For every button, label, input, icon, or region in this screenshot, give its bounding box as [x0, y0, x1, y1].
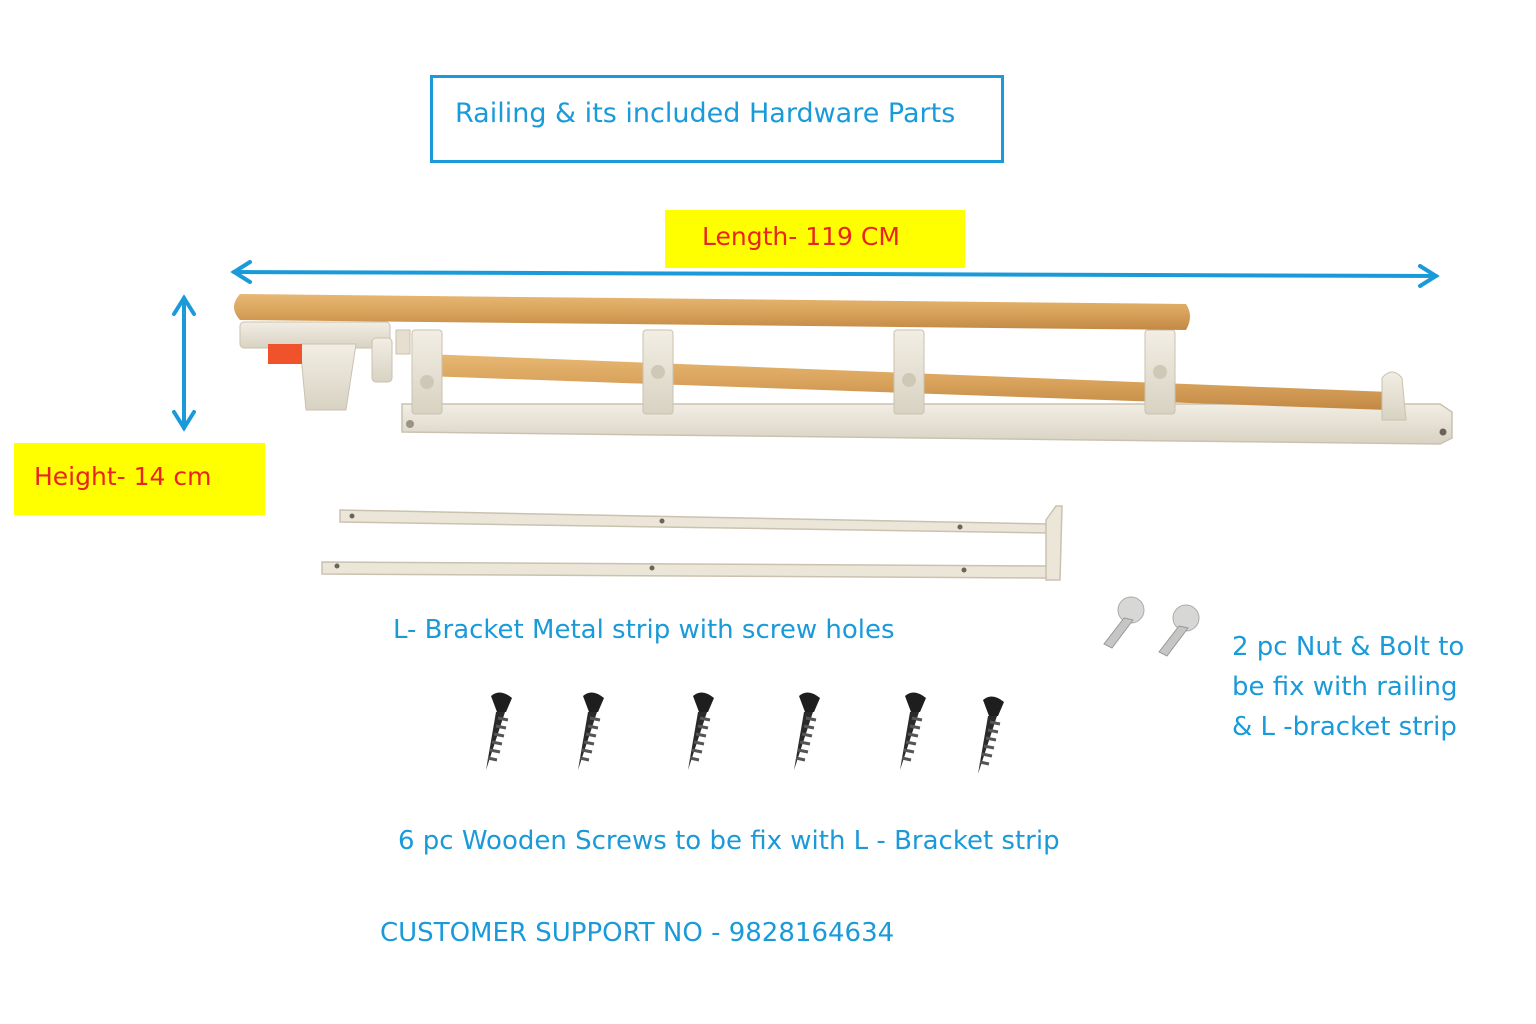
- railing-illustration: [234, 294, 1453, 445]
- nut-bolt-icon: [1103, 596, 1200, 657]
- title-box: [430, 75, 1004, 163]
- length-label: Length- 119 CM: [702, 222, 900, 251]
- height-label: Height- 14 cm: [34, 462, 212, 491]
- nut-bolt-caption-line2: be fix with railing: [1232, 672, 1458, 702]
- height-arrow-icon: [172, 294, 196, 432]
- screws-caption: 6 pc Wooden Screws to be fix with L - Br…: [398, 826, 1060, 856]
- l-bracket-strip: [321, 505, 1063, 581]
- bracket-caption: L- Bracket Metal strip with screw holes: [393, 615, 895, 645]
- length-label-bg: [665, 210, 965, 268]
- customer-support: CUSTOMER SUPPORT NO - 9828164634: [380, 918, 895, 948]
- length-arrow-icon: [230, 260, 1440, 288]
- nut-bolt-caption-line3: & L -bracket strip: [1232, 712, 1457, 742]
- nut-bolt-caption-line1: 2 pc Nut & Bolt to: [1232, 632, 1465, 662]
- wood-screw-icon: [484, 690, 1006, 776]
- height-label-bg: [14, 443, 265, 515]
- page-title: Railing & its included Hardware Parts: [455, 98, 956, 129]
